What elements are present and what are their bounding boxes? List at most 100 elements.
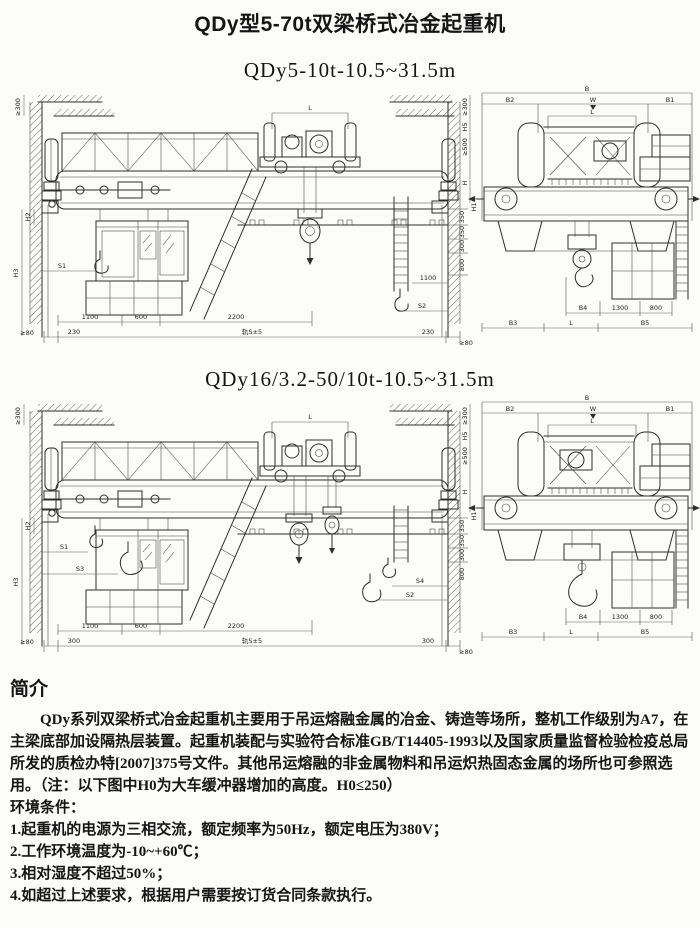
left-dimensions: ≥300 H2 H3 S1 <box>12 95 109 336</box>
dim-1300: 1300 <box>612 613 629 621</box>
catalog-page: QDy型5-70t双梁桥式冶金起重机 QDy5-10t-10.5~31.5m <box>0 8 700 907</box>
dim-clearance-top-left: ≥300 <box>14 407 22 425</box>
dim-wall-800: 800 <box>458 259 466 271</box>
dim-1300: 1300 <box>612 304 629 312</box>
env-item-2: 2.工作环境温度为-10~+60℃； <box>10 844 208 860</box>
dim-b2: B2 <box>506 405 515 413</box>
dim-clearance-mid: ≥500 <box>461 138 469 156</box>
drawing-qdy5-10t: L <box>12 85 700 347</box>
dim-s1: S1 <box>60 543 68 551</box>
dim-h2: H2 <box>24 212 32 221</box>
dim-gap-left: ≥80 <box>20 638 34 646</box>
model-heading-2: QDy16/3.2-50/10t-10.5~31.5m <box>205 367 495 391</box>
operator-cab <box>85 209 189 316</box>
dim-cab-1100: 1100 <box>82 313 99 321</box>
hook-symbol <box>94 250 109 274</box>
wall-stack-dimensions: 350 350 300 800 <box>448 208 468 276</box>
boarding-stair <box>189 477 267 629</box>
dim-b4: B4 <box>579 613 588 621</box>
dim-l-top: L <box>590 108 594 116</box>
page-title: QDy型5-70t双梁桥式冶金起重机 <box>194 13 506 36</box>
dim-clearance-top-left: ≥300 <box>14 98 22 116</box>
left-rail-buffer <box>41 138 62 208</box>
dim-h2: H2 <box>24 521 32 530</box>
end-view-platform-stair <box>639 134 691 182</box>
dim-cab-600: 600 <box>135 622 147 630</box>
dim-cab-2200: 2200 <box>228 313 245 321</box>
runway-rail-line <box>237 528 449 535</box>
dim-wall-800: 800 <box>458 568 466 580</box>
end-view-trolley <box>517 431 661 497</box>
boarding-stair <box>189 168 267 320</box>
env-item-4: 4.如超过上述要求，根据用户需要按订货合同条款执行。 <box>10 888 382 904</box>
dim-b4: B4 <box>579 304 588 312</box>
left-rail-buffer <box>41 447 62 517</box>
runway-rail-line <box>237 219 449 226</box>
walkway-railing <box>61 441 259 481</box>
dim-gap-right: ≥80 <box>459 339 473 347</box>
gap-dimension-labels: ≥300 H5 ≥500 H <box>461 95 471 203</box>
dim-l-top: L <box>590 417 594 425</box>
dim-span: 轨S±5 <box>242 327 262 336</box>
end-view-bridge <box>468 495 700 531</box>
dim-l-bottom: L <box>569 319 573 327</box>
ceiling-hatch <box>37 95 455 117</box>
dim-h3: H3 <box>12 577 20 586</box>
dim-b: B <box>585 394 589 402</box>
dim-wall-350b: 350 <box>458 226 466 238</box>
dim-s1: S1 <box>58 262 66 270</box>
dim-800: 800 <box>650 304 662 312</box>
bottom-dimensions: 1100 600 2200 ≥80 230 轨S±5 230 ≥80 <box>20 311 473 347</box>
dim-h: H <box>461 489 469 494</box>
dim-gap-left: ≥80 <box>20 329 34 337</box>
wall-ladder <box>393 505 409 563</box>
intro-heading: 简介 <box>10 679 49 700</box>
dim-s3: S3 <box>76 565 84 573</box>
end-view-supports <box>497 529 675 561</box>
end-view: B B2 W B1 L <box>468 85 700 332</box>
dim-clearance-mid: ≥500 <box>461 447 469 465</box>
dim-offset-right: 300 <box>422 637 434 645</box>
dim-trolley-gauge: L <box>308 413 312 421</box>
dim-h1: H1 <box>470 511 478 520</box>
hook-block <box>297 167 323 265</box>
intro-section: 简介 QDy系列双梁桥式冶金起重机主要用于吊运熔融金属的冶金、铸造等场所，整机工… <box>0 674 700 907</box>
drive-shaft-motor <box>59 490 171 508</box>
dim-b3: B3 <box>509 319 518 327</box>
end-view: B B2 W B1 L <box>468 394 700 641</box>
end-view-main-hook <box>563 530 601 607</box>
model-heading-1: QDy5-10t-10.5~31.5m <box>243 58 457 82</box>
right-hook-dimensions: 1100 S2 <box>394 274 448 312</box>
dim-wall-1100: 1100 <box>420 274 437 282</box>
drive-shaft-motor <box>59 181 171 199</box>
dim-cab-600: 600 <box>135 313 147 321</box>
crab-trolley: L <box>259 413 361 483</box>
dim-wall-300: 300 <box>458 549 466 561</box>
figure-qdy16-drawing: L <box>0 394 700 662</box>
crab-trolley: L <box>259 104 361 174</box>
end-view-hook-block <box>567 221 597 288</box>
dim-clearance-top-right: ≥300 <box>461 407 469 425</box>
env-item-1: 1.起重机的电源为三相交流，额定频率为50Hz，额定电压为380V； <box>10 822 448 838</box>
end-view-ladder <box>675 529 689 609</box>
left-dimensions: ≥300 H2 H3 <box>12 404 35 645</box>
dim-b5: B5 <box>641 319 650 327</box>
main-aux-hook-blocks <box>285 476 342 564</box>
dim-s2: S2 <box>406 591 414 599</box>
right-wall <box>431 410 461 647</box>
dim-s2: S2 <box>418 302 426 310</box>
dim-w: W <box>590 405 597 413</box>
dim-l-bottom: L <box>569 628 573 636</box>
dim-b: B <box>585 85 589 93</box>
dim-trolley-gauge: L <box>308 104 312 112</box>
dim-wall-350b: 350 <box>458 535 466 547</box>
dim-clearance-top-right: ≥300 <box>461 98 469 116</box>
dim-h5: H5 <box>461 122 469 131</box>
dim-s4: S4 <box>416 577 424 585</box>
right-wall <box>431 101 461 338</box>
walkway-railing <box>61 132 259 172</box>
dim-800: 800 <box>650 613 662 621</box>
ceiling-hatch <box>37 404 455 426</box>
dim-wall-300: 300 <box>458 240 466 252</box>
intro-paragraph: QDy系列双梁桥式冶金起重机主要用于吊运熔融金属的冶金、铸造等场所，整机工作级别… <box>10 712 689 794</box>
